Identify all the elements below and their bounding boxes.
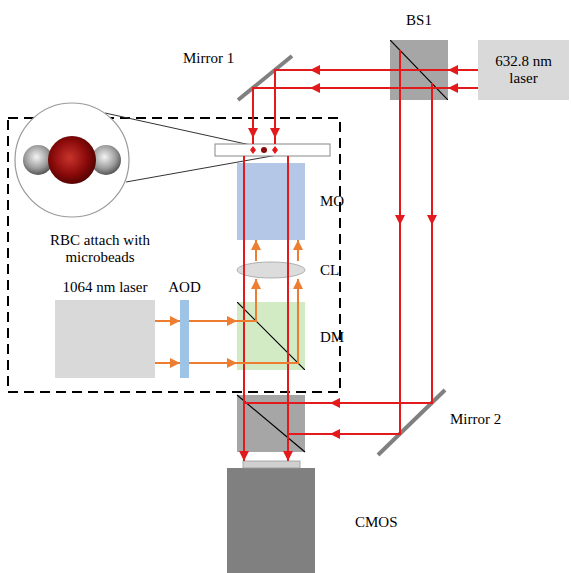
inset-circle: [15, 103, 129, 217]
leader-line: [105, 113, 255, 146]
beam-connector: [448, 65, 478, 93]
part-label: 632.8 nm laser: [485, 53, 563, 87]
splitter-line: [237, 302, 305, 370]
mirror: [378, 390, 445, 455]
part-label: 1064 nm laser: [63, 279, 148, 296]
sample-dot: [272, 146, 278, 154]
annotation-label: Mirror 1: [183, 50, 234, 67]
dichroic-mirror: DM: [237, 302, 305, 370]
sample-dot: [261, 147, 267, 153]
laser-source: 1064 nm laser: [55, 300, 155, 378]
laser-source: 632.8 nm laser: [478, 40, 569, 100]
splitter-line: [390, 40, 448, 100]
mirror: [238, 56, 292, 100]
part-label: CL: [320, 262, 339, 279]
sample-dot: [250, 146, 256, 154]
annotation-label: RBC attach with microbeads: [44, 232, 156, 266]
arrow-head: [239, 451, 249, 461]
arrow-head: [330, 429, 340, 439]
acousto-optic-deflector: AOD: [180, 300, 189, 378]
camera: CMOS: [227, 468, 315, 573]
part-label: DM: [320, 329, 344, 346]
red-blood-cell: [48, 136, 96, 184]
part-label: CMOS: [355, 514, 398, 531]
arrow-head: [293, 279, 303, 289]
arrow-head: [448, 65, 458, 75]
arrow-head: [448, 83, 458, 93]
lens-outline: [236, 261, 306, 279]
arrow-head: [395, 215, 405, 225]
arrow-head: [251, 279, 261, 289]
part-label: AOD: [168, 279, 201, 296]
lens-shape: [237, 262, 305, 278]
arrow-head: [170, 316, 180, 326]
beam-connector: [155, 316, 180, 368]
part-label: MO: [320, 193, 344, 210]
sensor-window: [243, 461, 300, 468]
condenser-lens: CL: [236, 261, 306, 279]
arrow-head: [283, 451, 293, 461]
arrow-head: [248, 128, 258, 138]
arrow-head: [427, 215, 437, 225]
beam-connector: [251, 279, 303, 302]
arrow-head: [270, 128, 280, 138]
dashed-region: [8, 118, 340, 392]
annotation-label: Mirror 2: [450, 411, 501, 428]
arrow-head: [310, 83, 320, 93]
part-label: BS1: [406, 12, 432, 29]
arrow-head: [251, 240, 261, 250]
laser-beam: [287, 156, 289, 461]
sample-slide: [215, 144, 330, 156]
objective-lens: MO: [237, 163, 305, 240]
arrow-head: [170, 358, 180, 368]
laser-beam: [243, 156, 245, 461]
arrow-head: [330, 398, 340, 408]
arrow-head: [310, 65, 320, 75]
beam-connector: [251, 240, 303, 261]
laser-beam: [288, 50, 400, 434]
arrow-head: [227, 358, 237, 368]
arrow-head: [227, 316, 237, 326]
splitter-face: [237, 302, 305, 370]
beam-connector: [189, 316, 237, 368]
arrow-head: [293, 240, 303, 250]
